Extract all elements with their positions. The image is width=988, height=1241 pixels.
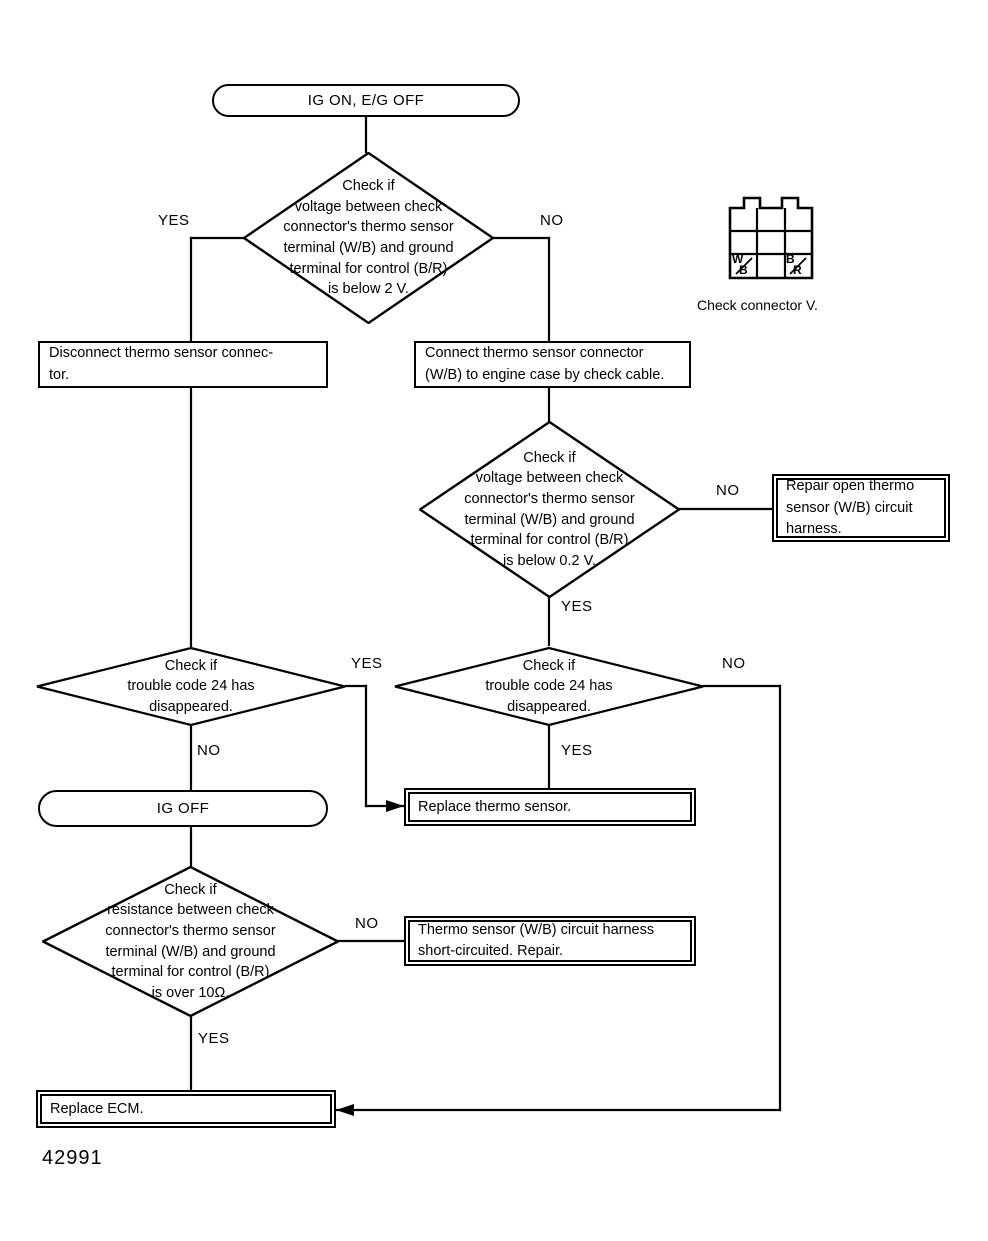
process-line: Replace thermo sensor. <box>418 798 572 815</box>
decision-line: trouble code 24 has <box>485 678 613 695</box>
process-line: Repair open thermo <box>786 478 915 495</box>
diamond-outline <box>243 152 494 324</box>
process-line: Disconnect thermo sensor connec- <box>49 345 274 362</box>
decision-line: is over 10Ω. <box>151 984 230 1001</box>
decision-line: connector's thermo sensor <box>283 219 454 236</box>
decision-trouble-code-24-right: Check if trouble code 24 has disappeared… <box>394 647 704 726</box>
process-line: harness. <box>786 520 842 537</box>
diamond-outline <box>36 647 346 726</box>
arrow-head-replace-ecm <box>336 1104 354 1116</box>
decision-line: Check if <box>342 178 395 195</box>
diamond-outline <box>42 866 339 1017</box>
edge-label-d3-left-yes: YES <box>351 655 383 672</box>
decision-line: terminal for control (B/R) <box>111 964 270 981</box>
pin-label-b-r: B R <box>786 252 802 277</box>
result-replace-thermo-sensor: Replace thermo sensor. <box>404 788 696 826</box>
terminator-ig-off: IG OFF <box>38 790 328 827</box>
decision-line: disappeared. <box>149 698 233 715</box>
decision-text: Check if resistance between check connec… <box>42 866 339 1017</box>
terminator-ig-on-eg-off: IG ON, E/G OFF <box>212 84 520 117</box>
decision-line: terminal (W/B) and ground <box>105 943 276 960</box>
decision-line: voltage between check <box>294 198 443 215</box>
decision-line: Check if <box>523 449 576 466</box>
edge-label-d4-yes: YES <box>198 1030 230 1047</box>
decision-voltage-below-2v: Check if voltage between check connector… <box>243 152 494 324</box>
edge-label-d3-right-no: NO <box>722 655 746 672</box>
decision-line: resistance between check <box>107 902 274 919</box>
check-connector-caption: Check connector V. <box>697 297 818 313</box>
decision-line: terminal (W/B) and ground <box>283 240 454 256</box>
arrow-head-replace-sensor <box>386 800 404 812</box>
process-line: Replace ECM. <box>50 1100 144 1117</box>
decision-line: terminal for control (B/R) <box>289 260 448 277</box>
decision-text: Check if trouble code 24 has disappeared… <box>36 647 346 726</box>
process-line: Thermo sensor (W/B) circuit harness <box>418 921 655 938</box>
decision-line: trouble code 24 has <box>127 678 255 695</box>
connector-pin-grid <box>728 196 814 280</box>
diamond-outline <box>394 647 704 726</box>
decision-line: Check if <box>164 657 218 674</box>
pin-label-w-b: W B <box>732 252 748 277</box>
process-connect-thermo-sensor-connector: Connect thermo sensor connector (W/B) to… <box>414 341 691 388</box>
decision-line: connector's thermo sensor <box>464 490 635 507</box>
decision-line: is below 2 V. <box>328 281 409 298</box>
decision-line: voltage between check <box>475 470 624 487</box>
decision-resistance-over-10-ohm: Check if resistance between check connec… <box>42 866 339 1017</box>
process-disconnect-thermo-sensor-connector: Disconnect thermo sensor connec- tor. <box>38 341 328 388</box>
decision-line: is below 0.2 V. <box>503 552 596 569</box>
edge-label-d1-yes: YES <box>158 212 190 229</box>
edge-label-d3-right-yes: YES <box>561 742 593 759</box>
decision-text: Check if trouble code 24 has disappeared… <box>394 647 704 726</box>
decision-line: connector's thermo sensor <box>105 922 276 939</box>
edge-label-d1-no: NO <box>540 212 564 229</box>
edge-label-d2-yes: YES <box>561 598 593 615</box>
check-connector-figure: W B B R <box>728 196 814 280</box>
edge-label-d2-no: NO <box>716 482 740 499</box>
decision-line: terminal for control (B/R) <box>470 532 629 549</box>
process-line: (W/B) to engine case by check cable. <box>425 366 665 383</box>
decision-voltage-below-0-2v: Check if voltage between check connector… <box>419 421 680 598</box>
result-replace-ecm: Replace ECM. <box>36 1090 336 1128</box>
diamond-outline <box>419 421 680 598</box>
process-line: sensor (W/B) circuit <box>786 499 913 516</box>
figure-number: 42991 <box>42 1147 103 1169</box>
terminator-label: IG OFF <box>156 800 210 817</box>
decision-line: Check if <box>522 657 576 674</box>
decision-line: disappeared. <box>507 698 591 715</box>
result-repair-open-thermo-sensor-harness: Repair open thermo sensor (W/B) circuit … <box>772 474 950 542</box>
decision-line: Check if <box>164 881 217 898</box>
process-line: short-circuited. Repair. <box>418 943 564 959</box>
decision-trouble-code-24-left: Check if trouble code 24 has disappeared… <box>36 647 346 726</box>
decision-line: terminal (W/B) and ground <box>464 511 635 528</box>
edge-label-d3-left-no: NO <box>197 742 221 759</box>
process-line: Connect thermo sensor connector <box>425 345 644 362</box>
result-harness-short-circuited: Thermo sensor (W/B) circuit harness shor… <box>404 916 696 966</box>
edge-label-d4-no: NO <box>355 915 379 932</box>
terminator-label: IG ON, E/G OFF <box>307 92 425 109</box>
decision-text: Check if voltage between check connector… <box>419 421 680 598</box>
decision-text: Check if voltage between check connector… <box>243 152 494 324</box>
process-line: tor. <box>49 366 70 383</box>
